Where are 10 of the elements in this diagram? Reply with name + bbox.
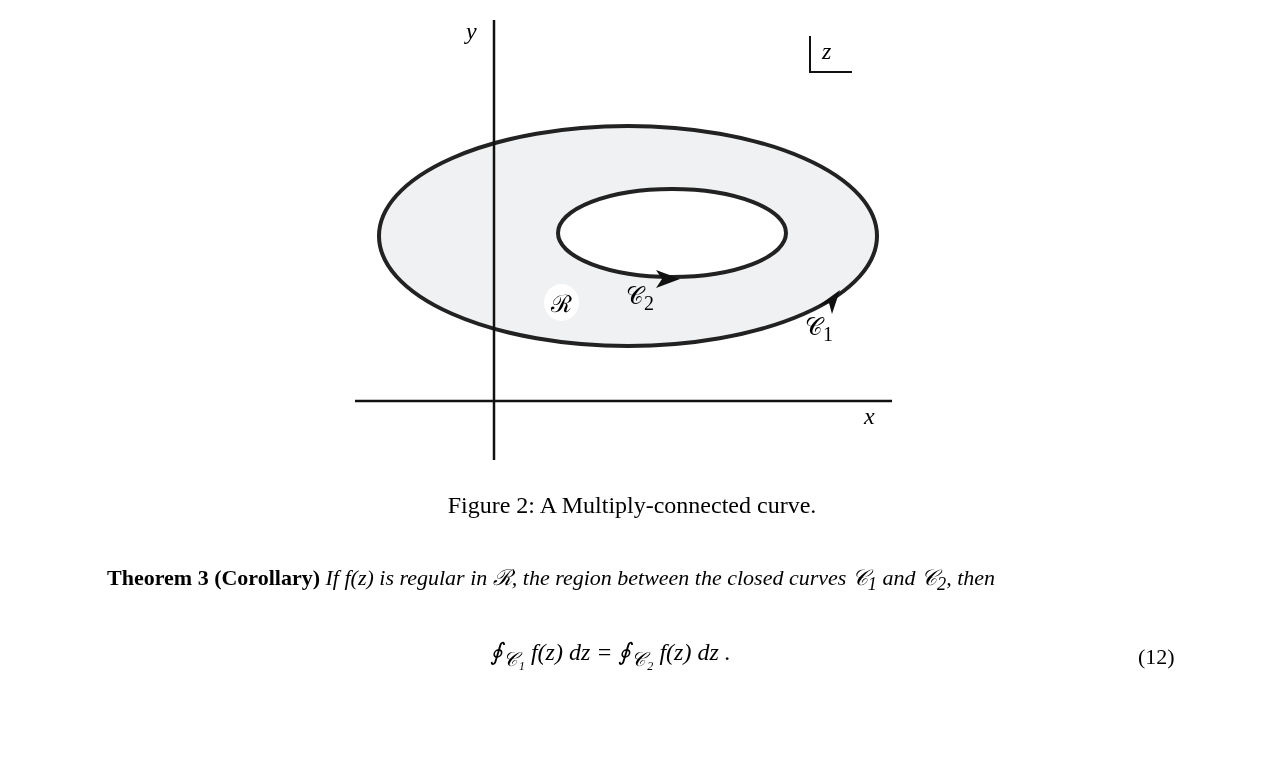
curve-label: 𝒞$_{2}$ [626, 283, 654, 315]
axis-label: y [466, 18, 477, 45]
theorem-text: Theorem 3 (Corollary) If f(z) is regular in ℛ, the region between the closed curves 𝒞$_{1}$ and 𝒞$_{2}$, then [107, 564, 997, 597]
axis-label: x [864, 403, 875, 430]
figure-caption: Figure 2: A Multiply-connected curve. [446, 492, 818, 519]
equation-number: (12) [1138, 644, 1175, 670]
plane-label: z [822, 38, 832, 65]
equation: ∮$_{𝒞₁}$ f(z) dz = ∮$_{𝒞₂}$ f(z) dz . [490, 638, 731, 671]
ring-region [377, 124, 879, 348]
curve-label: 𝒞$_{1}$ [805, 314, 833, 346]
